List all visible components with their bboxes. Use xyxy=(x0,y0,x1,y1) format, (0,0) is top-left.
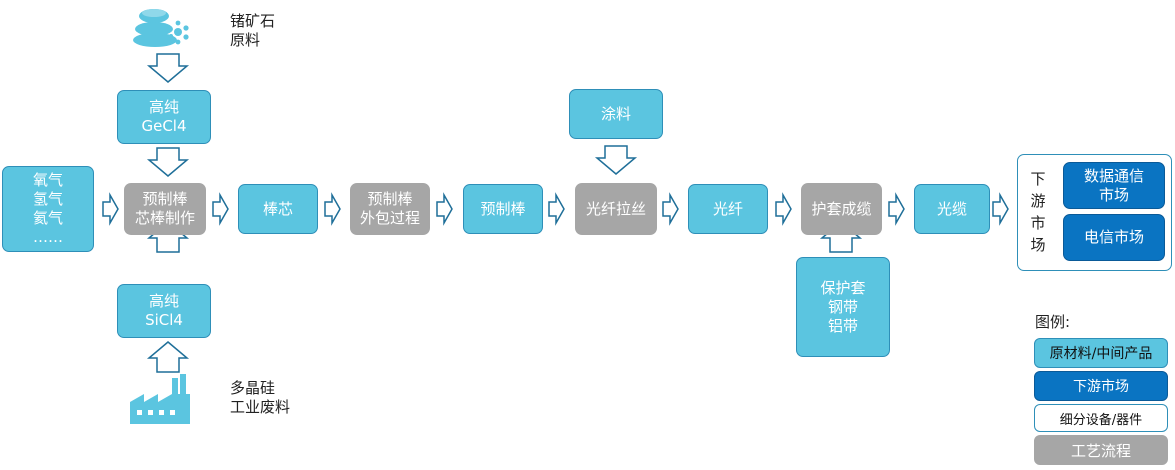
germanium-ore-label: 锗矿石 原料 xyxy=(230,12,276,49)
legend-raw-material: 原材料/中间产品 xyxy=(1034,338,1168,368)
arrow-down-ore xyxy=(146,53,190,83)
cable-box: 光缆 xyxy=(914,184,990,234)
arrow-right-7 xyxy=(775,192,792,226)
arrow-right-5 xyxy=(548,192,565,226)
gecl4-box: 高纯 GeCl4 xyxy=(117,90,211,144)
legend-process: 工艺流程 xyxy=(1034,435,1168,465)
factory-icon xyxy=(130,374,190,424)
arrow-right-8 xyxy=(888,192,905,226)
arrow-right-6 xyxy=(662,192,679,226)
datacom-market-box: 数据通信 市场 xyxy=(1063,162,1165,209)
downstream-market-label: 下 游 市 场 xyxy=(1030,170,1046,254)
jacketing-cabling-box: 护套成缆 xyxy=(801,183,882,235)
fiber-drawing-box: 光纤拉丝 xyxy=(575,183,657,235)
arrow-right-3 xyxy=(324,192,341,226)
sheath-materials-box: 保护套 钢带 铝带 xyxy=(796,257,890,357)
preform-box: 预制棒 xyxy=(463,184,543,234)
legend-title: 图例: xyxy=(1035,313,1071,331)
sicl4-box: 高纯 SiCl4 xyxy=(117,284,211,338)
fiber-box: 光纤 xyxy=(688,184,768,234)
preform-core-making-box: 预制棒 芯棒制作 xyxy=(124,183,206,235)
gases-box: 氧气 氢气 氦气 …… xyxy=(2,166,94,252)
coating-box: 涂料 xyxy=(569,89,663,139)
arrow-down-coating xyxy=(594,145,638,175)
arrow-right-1 xyxy=(102,192,119,226)
legend-device: 细分设备/器件 xyxy=(1034,404,1168,432)
preform-cladding-box: 预制棒 外包过程 xyxy=(350,183,430,235)
arrow-right-9 xyxy=(992,192,1009,226)
core-rod-box: 棒芯 xyxy=(238,184,318,234)
stones-icon xyxy=(133,9,189,47)
polysilicon-waste-label: 多晶硅 工业废料 xyxy=(230,379,291,416)
legend-downstream-market: 下游市场 xyxy=(1034,371,1168,401)
arrow-up-waste xyxy=(146,341,190,373)
arrow-down-gecl4 xyxy=(146,147,190,177)
arrow-right-4 xyxy=(436,192,453,226)
arrow-right-2 xyxy=(212,192,229,226)
telecom-market-box: 电信市场 xyxy=(1063,214,1165,261)
